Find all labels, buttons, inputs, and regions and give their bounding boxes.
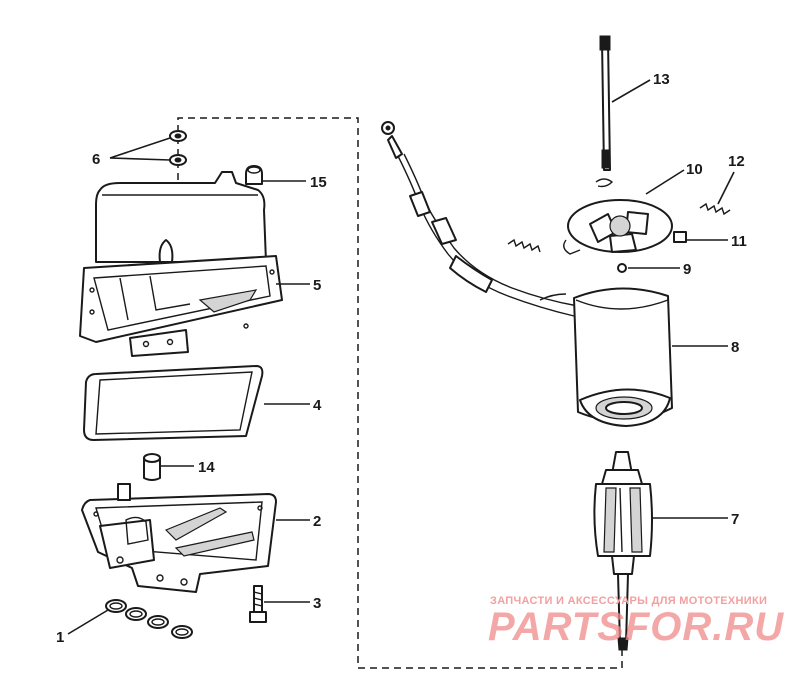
callouts: 6 15 5 4 14 2 3 1 13 10 12 11 9 8 7 <box>56 71 747 646</box>
leader-10 <box>645 169 685 195</box>
callout-6: 6 <box>92 151 100 168</box>
leader-13 <box>611 79 651 103</box>
callout-3: 3 <box>313 595 321 612</box>
leader-lines <box>67 79 735 635</box>
part-14-sleeve <box>143 453 161 481</box>
watermark-tagline: ЗАПЧАСТИ И АКСЕССУАРЫ ДЛЯ МОТОТЕХНИКИ <box>490 595 767 607</box>
callout-15: 15 <box>310 174 327 191</box>
leader-12 <box>717 171 735 205</box>
callout-5: 5 <box>313 277 321 294</box>
part-13-through-bolt <box>599 35 611 171</box>
part-7-armature <box>593 451 653 651</box>
part-5-housing-cover <box>79 171 283 357</box>
callout-9: 9 <box>683 261 691 278</box>
wire-harness <box>381 121 579 317</box>
part-6-washers <box>169 130 187 166</box>
watermark-brand: PARTSFOR.RU <box>488 605 784 649</box>
callout-7: 7 <box>731 511 739 528</box>
part-12-spring-left <box>507 238 541 253</box>
part-1-o-rings <box>105 599 193 639</box>
leader-1 <box>67 609 109 635</box>
callout-11: 11 <box>731 233 747 250</box>
callout-1: 1 <box>56 629 64 646</box>
part-15-screw <box>245 165 263 185</box>
callout-4: 4 <box>313 397 322 414</box>
part-10-brush-plate <box>563 178 687 255</box>
part-12-spring <box>699 202 731 216</box>
callout-8: 8 <box>731 339 739 356</box>
part-2-base-housing <box>81 483 277 593</box>
callout-2: 2 <box>313 513 321 530</box>
leader-6 <box>109 137 171 161</box>
part-3-bolt <box>249 585 267 623</box>
callout-14: 14 <box>198 459 215 476</box>
part-9-ball <box>617 263 627 273</box>
part-8-motor-frame <box>573 287 673 427</box>
watermark: ЗАПЧАСТИ И АКСЕССУАРЫ ДЛЯ МОТОТЕХНИКИ PA… <box>488 595 784 649</box>
assembly-dashed-line <box>177 117 623 669</box>
callout-13: 13 <box>653 71 670 88</box>
callout-10: 10 <box>686 161 703 178</box>
part-4-gasket <box>83 365 264 441</box>
callout-12: 12 <box>728 153 745 170</box>
